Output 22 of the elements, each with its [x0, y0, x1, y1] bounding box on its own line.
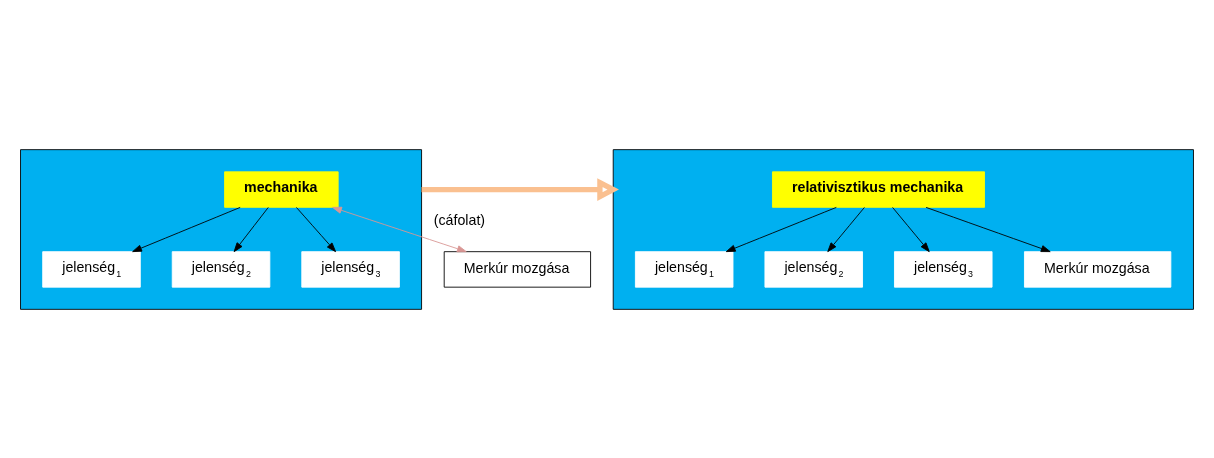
node-box: Merkúr mozgása [1024, 250, 1172, 288]
cluster [20, 148, 422, 310]
arrow [295, 206, 337, 252]
arrow [892, 206, 930, 252]
arrow [233, 206, 269, 252]
node-box: jelenség$_{1}$ [42, 250, 141, 288]
arrow [827, 206, 865, 252]
node-box: jelenség$_{3}$ [894, 250, 993, 288]
arrow [725, 206, 837, 252]
node-box: mechanika [224, 170, 339, 208]
node-box: jelenség$_{3}$ [301, 250, 400, 288]
arrow [332, 206, 467, 252]
arrow [421, 177, 619, 201]
arrow [925, 206, 1051, 252]
node-box: Merkúr mozgása [443, 250, 592, 288]
arrow [132, 206, 241, 252]
node-box: jelenség$_{1}$ [634, 250, 734, 288]
node-box: jelenség$_{2}$ [171, 250, 271, 288]
node-box: relativisztikus mechanika [772, 170, 985, 208]
node-box: jelenség$_{2}$ [764, 250, 863, 288]
cluster [612, 148, 1194, 310]
edge-label: (cáfolat) [433, 211, 486, 228]
